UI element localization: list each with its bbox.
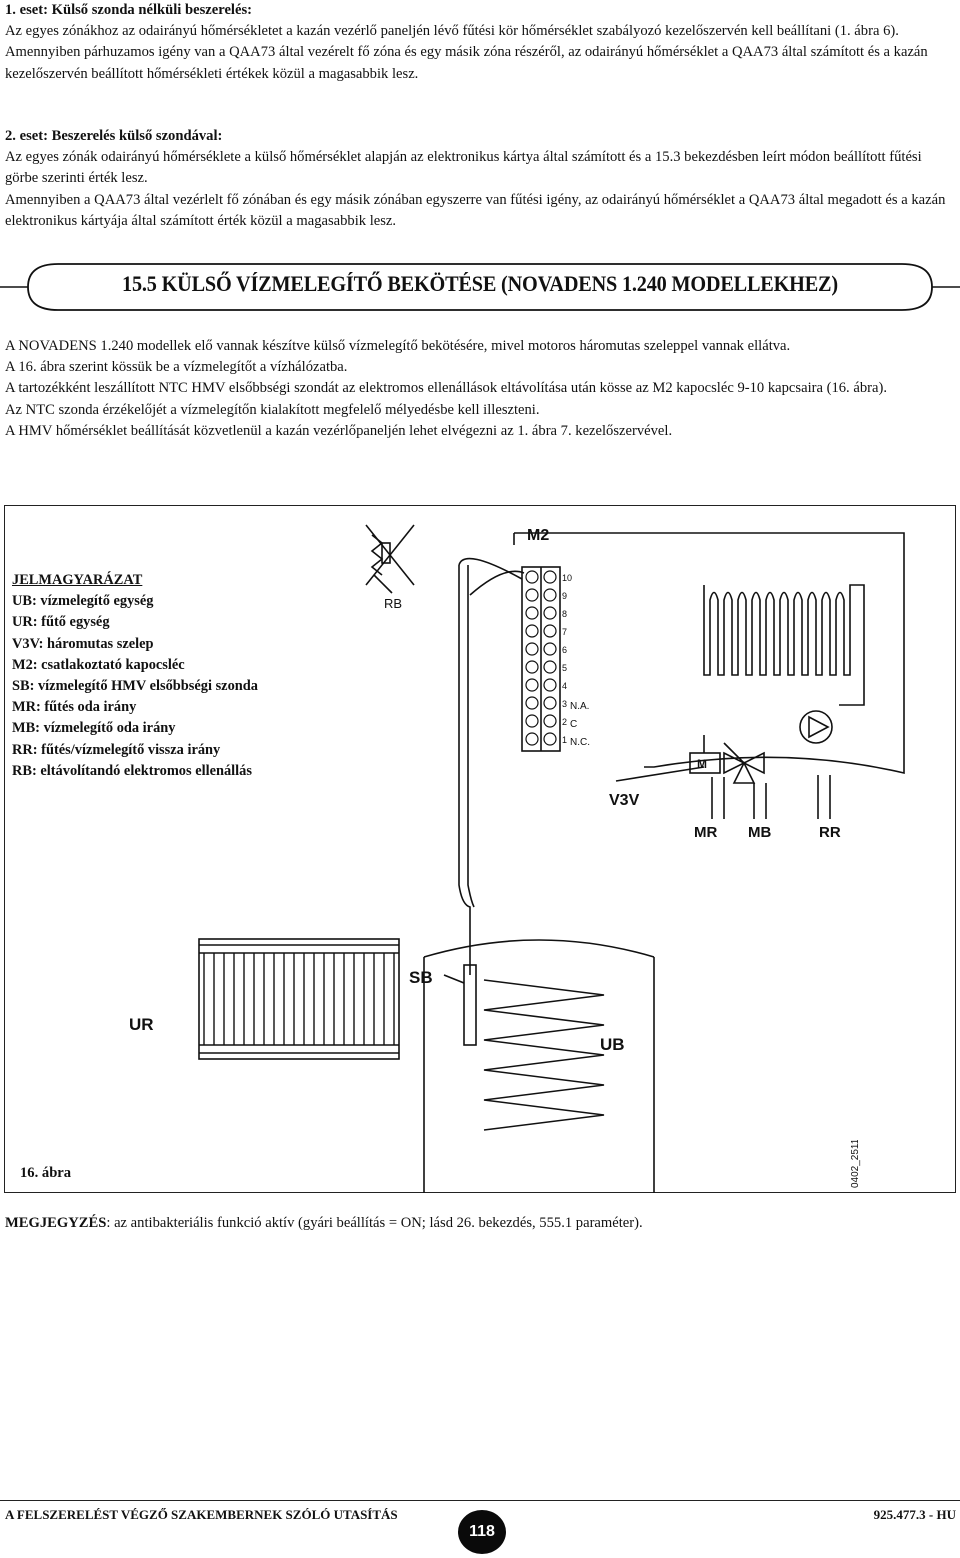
legend-item: RB: eltávolítandó elektromos ellenállás xyxy=(12,762,252,779)
terminal-number: 8 xyxy=(562,609,567,619)
note-label: MEGJEGYZÉS xyxy=(5,1215,107,1231)
section-title: 15.5 KÜLSŐ VÍZMELEGÍTŐ BEKÖTÉSE (NOVADEN… xyxy=(122,271,838,296)
terminal-screw-icon xyxy=(525,642,539,656)
terminal-screw-icon xyxy=(543,624,557,638)
figure-code-text: 0402_2511 xyxy=(850,1140,861,1188)
terminal-nc-label: N.C. xyxy=(570,737,590,748)
terminal-number: 2 xyxy=(562,717,567,727)
terminal-screw-icon xyxy=(543,696,557,710)
terminal-screw-icon xyxy=(525,696,539,710)
legend-item: MR: fűtés oda irány xyxy=(12,699,137,716)
figure-16: M2 RB V3V M MR MB RR SB UR UB 10 9 8 7 6 5 4 3 2… xyxy=(4,505,956,1193)
legend-item: MB: vízmelegítő oda irány xyxy=(12,720,176,737)
terminal-screw-icon xyxy=(525,606,539,620)
ur-label: UR xyxy=(129,1015,154,1034)
case1-paragraph-2: Amennyiben párhuzamos igény van a QAA73 … xyxy=(5,44,928,82)
case2-section: 2. eset: Beszerelés külső szondával: Az … xyxy=(5,126,957,232)
terminal-screw-icon xyxy=(525,588,539,602)
case2-paragraph-2: Amennyiben a QAA73 által vezérlelt fő zó… xyxy=(5,191,946,229)
page-number: 118 xyxy=(458,1510,506,1554)
terminal-screw-icon xyxy=(525,732,539,746)
terminal-screw-icon xyxy=(543,588,557,602)
banner-frame xyxy=(0,263,960,311)
mr-label: MR xyxy=(694,824,717,841)
terminal-screw-icon xyxy=(543,570,557,584)
terminal-screw-icon xyxy=(525,678,539,692)
terminal-number: 5 xyxy=(562,663,567,673)
terminal-screw-icon xyxy=(543,732,557,746)
terminal-screw-icon xyxy=(525,660,539,674)
terminal-number: 4 xyxy=(562,681,567,691)
legend-title: JELMAGYARÁZAT xyxy=(12,572,143,588)
rr-label: RR xyxy=(819,824,841,841)
ub-label: UB xyxy=(600,1035,625,1054)
connection-diagram: M2 RB V3V M MR MB RR SB UR UB 10 9 8 7 6 5 4 3 2… xyxy=(129,524,905,1193)
novadens-paragraph-5: A HMV hőmérséklet beállítását közvetlenü… xyxy=(5,422,673,439)
terminal-number: 9 xyxy=(562,591,567,601)
terminal-number: 3 xyxy=(562,699,567,709)
legend-item: UR: fűtő egység xyxy=(12,614,110,631)
mb-label: MB xyxy=(748,824,771,841)
novadens-paragraph-3: A tartozékként leszállított NTC HMV első… xyxy=(5,380,887,397)
section-banner: 15.5 KÜLSŐ VÍZMELEGÍTŐ BEKÖTÉSE (NOVADEN… xyxy=(0,262,960,312)
figure-code: 0402_2511 xyxy=(850,1140,861,1188)
footer-title: A FELSZERELÉST VÉGZŐ SZAKEMBERNEK SZÓLÓ … xyxy=(5,1507,398,1522)
terminal-screw-icon xyxy=(543,642,557,656)
legend-item: UB: vízmelegítő egység xyxy=(12,593,154,610)
case1-paragraph-1: Az egyes zónákhoz az odairányú hőmérsékl… xyxy=(5,23,899,40)
case2-heading: 2. eset: Beszerelés külső szondával: xyxy=(5,128,223,144)
novadens-paragraph-1: A NOVADENS 1.240 modellek elő vannak kés… xyxy=(5,338,791,354)
radiator-icon xyxy=(198,938,400,1060)
terminal-c-label: C xyxy=(570,719,577,730)
novadens-section: A NOVADENS 1.240 modellek elő vannak kés… xyxy=(5,336,957,442)
legend: JELMAGYARÁZAT UB: vízmelegítő egység UR:… xyxy=(12,570,352,782)
rb-label: RB xyxy=(384,596,402,611)
legend-item: RR: fűtés/vízmelegítő vissza irány xyxy=(12,741,221,758)
sb-label: SB xyxy=(409,968,433,987)
case1-section: 1. eset: Külső szonda nélküli beszerelés… xyxy=(5,0,957,85)
novadens-paragraph-2: A 16. ábra szerint kössük be a vízmelegí… xyxy=(5,359,348,376)
novadens-paragraph-4: Az NTC szonda érzékelőjét a vízmelegítőn… xyxy=(5,401,540,418)
terminal-number: 10 xyxy=(562,573,572,583)
case2-paragraph-1: Az egyes zónák odairányú hőmérséklete a … xyxy=(5,149,922,187)
m2-label: M2 xyxy=(527,527,549,544)
document-code: 925.477.3 - HU xyxy=(873,1507,956,1522)
terminal-number: 1 xyxy=(562,735,567,745)
terminal-screw-icon xyxy=(543,660,557,674)
terminal-screw-icon xyxy=(543,606,557,620)
footer-divider xyxy=(0,1500,960,1501)
terminal-na-label: N.A. xyxy=(570,701,589,712)
terminal-screw-icon xyxy=(543,714,557,728)
legend-item: SB: vízmelegítő HMV elsőbbségi szonda xyxy=(12,678,258,695)
motor-label: M xyxy=(697,757,707,771)
case1-heading: 1. eset: Külső szonda nélküli beszerelés… xyxy=(5,2,253,18)
terminal-screw-icon xyxy=(525,714,539,728)
terminal-strip-m2 xyxy=(521,566,561,752)
terminal-screw-icon xyxy=(525,624,539,638)
note-text: : az antibakteriális funkció aktív (gyár… xyxy=(106,1215,643,1231)
legend-item: M2: csatlakoztató kapocsléc xyxy=(12,656,185,673)
terminal-screw-icon xyxy=(525,570,539,584)
figure-label: 16. ábra xyxy=(20,1165,72,1181)
terminal-number: 7 xyxy=(562,627,567,637)
terminal-screw-icon xyxy=(543,678,557,692)
note: MEGJEGYZÉS: az antibakteriális funkció a… xyxy=(5,1213,955,1234)
rb-resistor-icon xyxy=(365,524,415,594)
legend-item: V3V: háromutas szelep xyxy=(12,635,154,652)
terminal-number: 6 xyxy=(562,645,567,655)
v3v-label: V3V xyxy=(609,792,640,809)
